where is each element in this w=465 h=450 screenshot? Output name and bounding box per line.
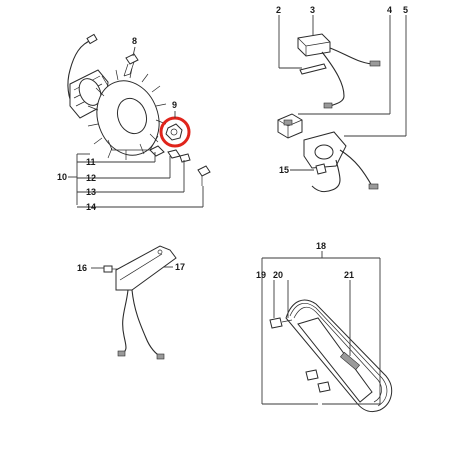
- switch-4[interactable]: [277, 113, 303, 139]
- label-2[interactable]: 2: [276, 5, 281, 15]
- guide-bar-assembly[interactable]: [269, 299, 393, 413]
- label-13[interactable]: 13: [86, 187, 96, 197]
- plate-wires: [117, 289, 165, 360]
- label-10[interactable]: 10: [57, 172, 67, 182]
- label-9[interactable]: 9: [172, 100, 177, 110]
- label-15[interactable]: 15: [279, 165, 289, 175]
- label-19[interactable]: 19: [256, 270, 266, 280]
- leaders-bottom-left: [91, 266, 173, 269]
- label-14[interactable]: 14: [86, 202, 96, 212]
- nut-9[interactable]: [165, 123, 183, 141]
- leaders-top-left: [68, 46, 204, 208]
- label-4[interactable]: 4: [387, 5, 392, 15]
- label-12[interactable]: 12: [86, 173, 96, 183]
- plate-17[interactable]: [115, 245, 177, 291]
- label-18[interactable]: 18: [316, 241, 326, 251]
- cover-plate-assembly[interactable]: [103, 245, 177, 360]
- label-8[interactable]: 8: [132, 36, 137, 46]
- leaders-top-right: [278, 15, 407, 171]
- leaders-bottom-right: [261, 251, 381, 405]
- label-11[interactable]: 11: [86, 157, 96, 167]
- bar-21[interactable]: [297, 317, 373, 403]
- label-5[interactable]: 5: [403, 5, 408, 15]
- label-17[interactable]: 17: [175, 262, 185, 272]
- screw-8[interactable]: [123, 53, 139, 77]
- bolts-19-20[interactable]: [269, 317, 331, 393]
- clip-2[interactable]: [299, 63, 327, 75]
- label-16[interactable]: 16: [77, 263, 87, 273]
- flywheel-assembly[interactable]: [67, 33, 211, 186]
- flywheel-fins: [87, 67, 167, 160]
- ignition-module-assembly[interactable]: [277, 33, 381, 193]
- callout-labels: 2 3 4 5 8 9 10 11 12 13 14 15 16 17 18 1…: [57, 5, 408, 280]
- coil-5[interactable]: [303, 131, 379, 193]
- bolt-15[interactable]: [315, 163, 327, 175]
- label-3[interactable]: 3: [310, 5, 315, 15]
- label-20[interactable]: 20: [273, 270, 283, 280]
- small-parts-11-14[interactable]: [149, 145, 211, 186]
- module-3[interactable]: [297, 33, 381, 109]
- label-21[interactable]: 21: [344, 270, 354, 280]
